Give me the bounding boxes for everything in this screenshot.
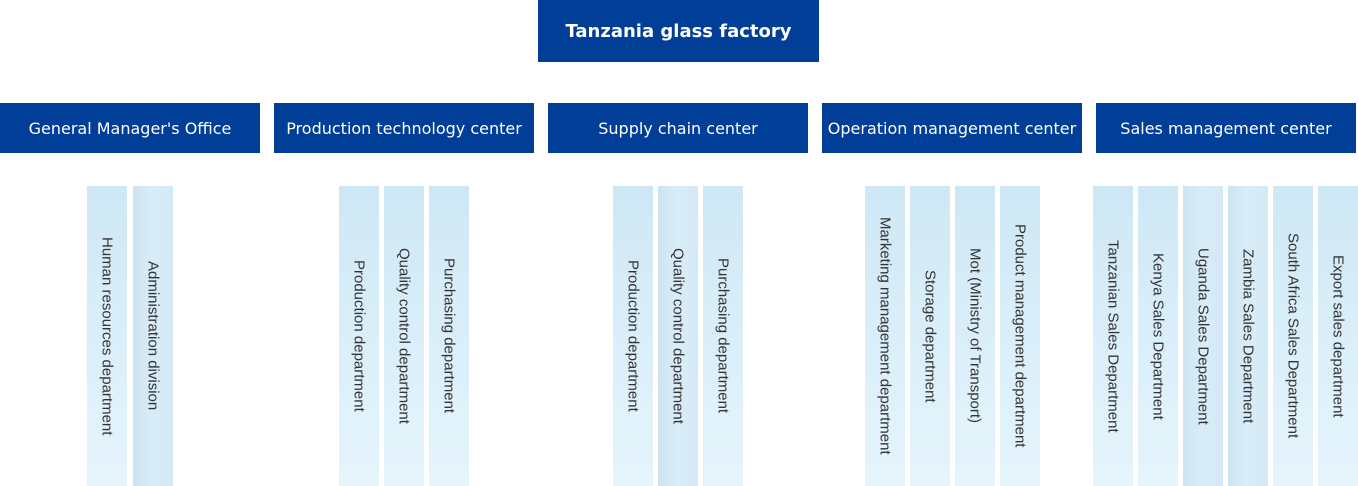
department-south-africa-sales: South Africa Sales Department	[1273, 186, 1313, 486]
department-human-resources: Human resources department	[87, 186, 127, 486]
department-label: South Africa Sales Department	[1284, 233, 1302, 439]
department-storage: Storage department	[910, 186, 950, 486]
department-label: Purchasing department	[440, 258, 458, 414]
department-label: Storage department	[921, 269, 939, 403]
department-label: Uganda Sales Department	[1194, 247, 1212, 425]
department-marketing-management: Marketing management department	[865, 186, 905, 486]
department-label: Kenya Sales Department	[1149, 252, 1167, 420]
center-sales-management: Sales management center	[1096, 103, 1356, 153]
center-operation-management: Operation management center	[822, 103, 1082, 153]
center-label: Operation management center	[827, 118, 1077, 138]
center-label: Production technology center	[286, 118, 522, 138]
department-product-management: Product management department	[1000, 186, 1040, 486]
center-general-managers-office: General Manager's Office	[0, 103, 260, 153]
department-ministry-of-transport: Mot (Ministry of Transport)	[955, 186, 995, 486]
department-production: Production department	[613, 186, 653, 486]
department-label: Quality control department	[669, 248, 687, 424]
department-export-sales: Export sales department	[1318, 186, 1358, 486]
department-purchasing: Purchasing department	[703, 186, 743, 486]
department-label: Zambia Sales Department	[1239, 248, 1257, 424]
department-uganda-sales: Uganda Sales Department	[1183, 186, 1223, 486]
department-production: Production department	[339, 186, 379, 486]
department-zambia-sales: Zambia Sales Department	[1228, 186, 1268, 486]
department-label: Export sales department	[1329, 254, 1347, 418]
department-quality-control: Quality control department	[384, 186, 424, 486]
center-label: Supply chain center	[598, 118, 758, 138]
department-label: Production department	[350, 260, 368, 412]
department-label: Mot (Ministry of Transport)	[966, 248, 984, 424]
department-label: Product management department	[1011, 224, 1029, 448]
center-production-technology: Production technology center	[274, 103, 534, 153]
center-supply-chain: Supply chain center	[548, 103, 808, 153]
department-administration: Administration division	[133, 186, 173, 486]
department-label: Quality control department	[395, 248, 413, 424]
root-node-label: Tanzania glass factory	[565, 20, 792, 42]
department-label: Administration division	[144, 261, 162, 411]
center-label: General Manager's Office	[28, 118, 232, 138]
center-label: Sales management center	[1120, 118, 1332, 138]
department-quality-control: Quality control department	[658, 186, 698, 486]
department-purchasing: Purchasing department	[429, 186, 469, 486]
department-kenya-sales: Kenya Sales Department	[1138, 186, 1178, 486]
department-label: Purchasing department	[714, 258, 732, 414]
department-tanzanian-sales: Tanzanian Sales Department	[1093, 186, 1133, 486]
root-node-factory: Tanzania glass factory	[538, 0, 819, 62]
department-label: Tanzanian Sales Department	[1104, 239, 1122, 433]
department-label: Marketing management department	[876, 217, 894, 455]
department-label: Production department	[624, 260, 642, 412]
department-label: Human resources department	[98, 236, 116, 436]
